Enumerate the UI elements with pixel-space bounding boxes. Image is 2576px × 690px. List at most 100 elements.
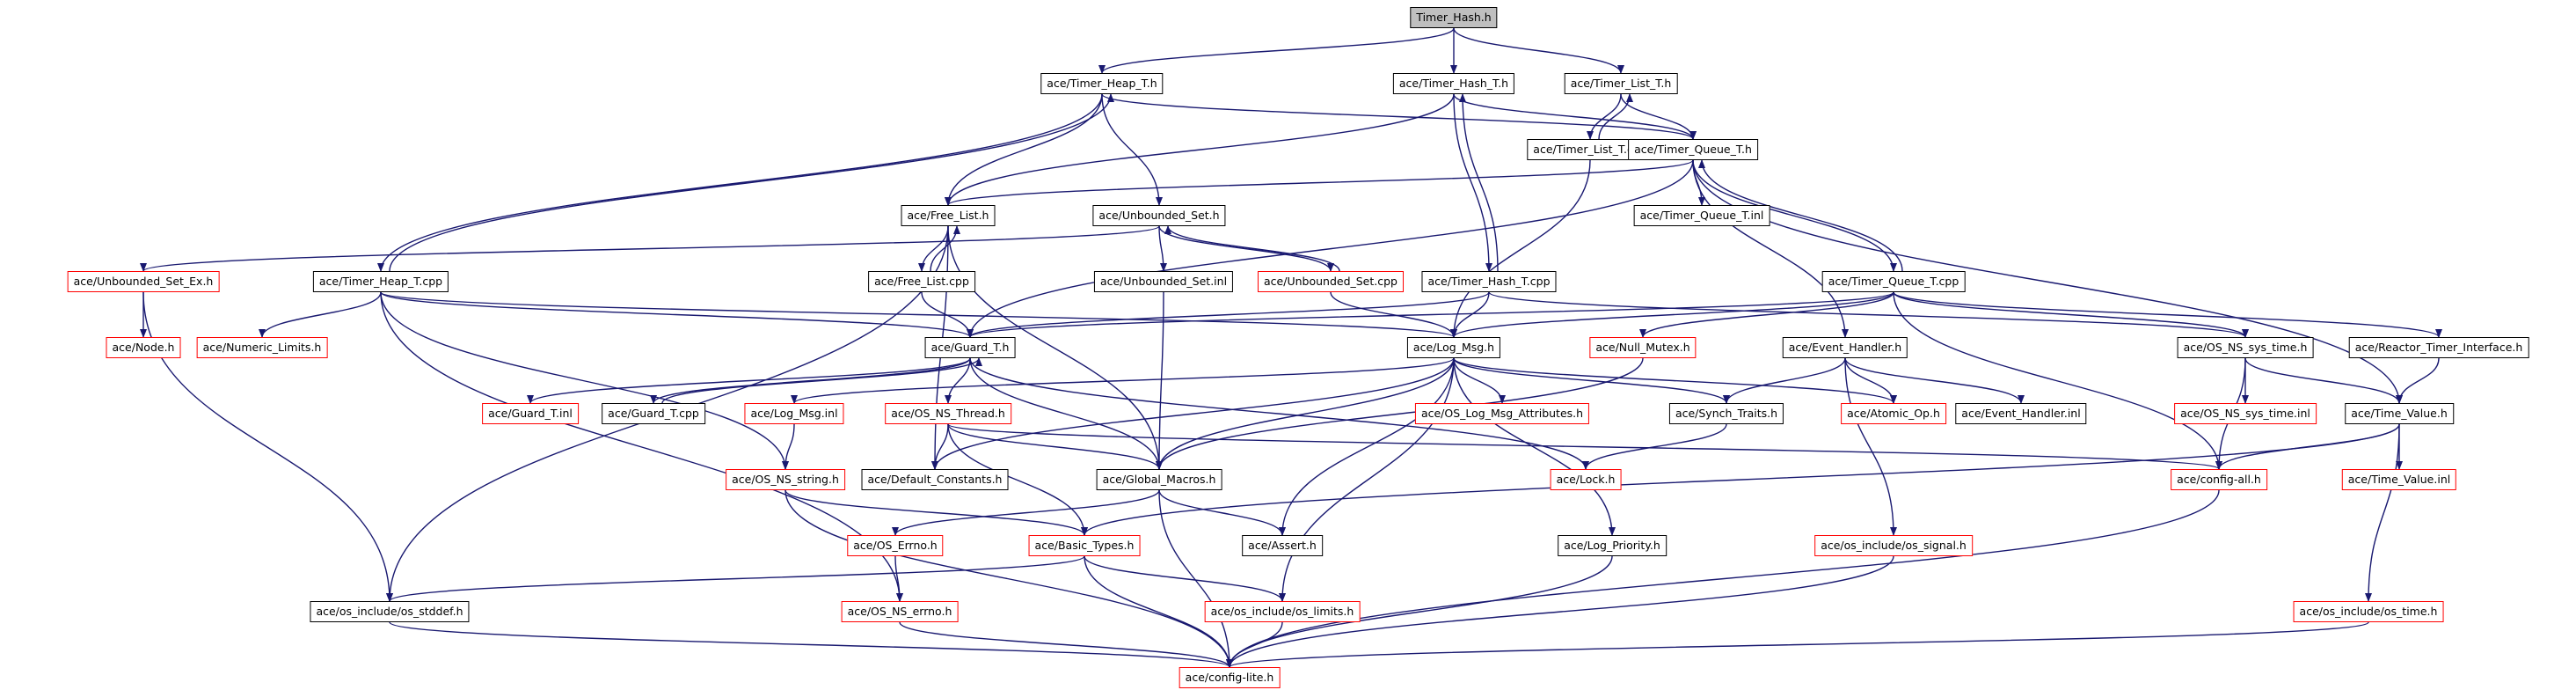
- node-ace-os-errno-h[interactable]: ace/OS_Errno.h: [847, 535, 944, 556]
- node-ace-timer-list-t-h[interactable]: ace/Timer_List_T.h: [1564, 73, 1678, 94]
- node-label: ace/OS_NS_sys_time.inl: [2180, 407, 2310, 420]
- node-label: ace/Log_Msg.inl: [750, 407, 838, 420]
- node-ace-os-ns-sys-time-h[interactable]: ace/OS_NS_sys_time.h: [2177, 337, 2314, 358]
- node-ace-os-ns-sys-time-inl[interactable]: ace/OS_NS_sys_time.inl: [2174, 403, 2317, 424]
- node-label: ace/config-lite.h: [1185, 671, 1274, 684]
- edge-ace-log-msg-h-to-ace-log-msg-inl: [791, 357, 1455, 404]
- edge-ace-log-msg-inl-to-ace-os-ns-string-h: [782, 423, 795, 470]
- edge-ace-global-macros-h-to-ace-assert-h: [1158, 489, 1286, 536]
- edge-ace-os-ns-thread-h-to-ace-default-constants-h: [931, 423, 949, 470]
- node-label: ace/Guard_T.inl: [488, 407, 573, 420]
- node-ace-time-value-inl[interactable]: ace/Time_Value.inl: [2341, 469, 2457, 490]
- node-ace-reactor-timer-interface-h[interactable]: ace/Reactor_Timer_Interface.h: [2348, 337, 2529, 358]
- node-label: ace/Timer_List_T.h: [1570, 77, 1672, 90]
- edge-ace-log-msg-h-to-ace-os-include-os-limits-h: [1279, 357, 1455, 602]
- node-ace-assert-h[interactable]: ace/Assert.h: [1242, 535, 1323, 556]
- node-ace-unbounded-set-ex-h[interactable]: ace/Unbounded_Set_Ex.h: [67, 271, 220, 292]
- node-ace-log-msg-h[interactable]: ace/Log_Msg.h: [1406, 337, 1501, 358]
- node-label: ace/OS_NS_Thread.h: [891, 407, 1005, 420]
- edge-ace-synch-traits-h-to-ace-lock-h: [1582, 423, 1727, 470]
- node-ace-synch-traits-h[interactable]: ace/Synch_Traits.h: [1668, 403, 1784, 424]
- node-ace-global-macros-h[interactable]: ace/Global_Macros.h: [1096, 469, 1222, 490]
- node-ace-os-include-os-signal-h[interactable]: ace/os_include/os_signal.h: [1814, 535, 1973, 556]
- edge-ace-timer-hash-t-cpp-to-ace-timer-hash-t-h: [1459, 93, 1499, 272]
- edge-ace-global-macros-h-to-ace-os-errno-h: [892, 489, 1160, 536]
- node-timer-hash-h[interactable]: Timer_Hash.h: [1410, 7, 1498, 28]
- node-ace-basic-types-h[interactable]: ace/Basic_Types.h: [1028, 535, 1141, 556]
- node-label: ace/Null_Mutex.h: [1595, 341, 1690, 354]
- node-ace-config-lite-h[interactable]: ace/config-lite.h: [1179, 667, 1281, 688]
- node-ace-timer-hash-t-h[interactable]: ace/Timer_Hash_T.h: [1392, 73, 1515, 94]
- node-ace-default-constants-h[interactable]: ace/Default_Constants.h: [861, 469, 1009, 490]
- node-ace-timer-hash-t-cpp[interactable]: ace/Timer_Hash_T.cpp: [1421, 271, 1557, 292]
- node-ace-unbounded-set-cpp[interactable]: ace/Unbounded_Set.cpp: [1258, 271, 1404, 292]
- node-label: ace/Synch_Traits.h: [1675, 407, 1778, 420]
- node-label: Timer_Hash.h: [1416, 11, 1492, 24]
- node-ace-atomic-op-h[interactable]: ace/Atomic_Op.h: [1841, 403, 1946, 424]
- edge-ace-timer-queue-t-h-to-ace-guard-t-h: [967, 159, 1694, 338]
- node-label: ace/Default_Constants.h: [867, 473, 1003, 486]
- edge-ace-timer-list-t-h-to-ace-timer-queue-t-h: [1620, 93, 1697, 140]
- edge-ace-os-ns-string-h-to-ace-config-lite-h: [784, 489, 1233, 668]
- node-ace-time-value-h[interactable]: ace/Time_Value.h: [2345, 403, 2454, 424]
- edge-ace-unbounded-set-h-to-ace-unbounded-set-ex-h: [140, 225, 1160, 272]
- node-label: ace/os_include/os_time.h: [2299, 605, 2438, 618]
- node-ace-timer-heap-t-h[interactable]: ace/Timer_Heap_T.h: [1040, 73, 1164, 94]
- edge-ace-event-handler-h-to-ace-os-include-os-signal-h: [1844, 357, 1897, 536]
- node-ace-guard-t-cpp[interactable]: ace/Guard_T.cpp: [602, 403, 705, 424]
- node-ace-free-list-cpp[interactable]: ace/Free_List.cpp: [868, 271, 975, 292]
- edge-ace-guard-t-cpp-to-ace-guard-t-h: [661, 357, 982, 404]
- edge-ace-free-list-cpp-to-ace-guard-t-h: [921, 291, 974, 338]
- edge-ace-unbounded-set-h-to-ace-unbounded-set-inl: [1158, 225, 1167, 272]
- edge-ace-os-ns-thread-h-to-ace-config-all-h: [947, 423, 2222, 470]
- node-ace-event-handler-inl[interactable]: ace/Event_Handler.inl: [1955, 403, 2087, 424]
- node-ace-os-ns-errno-h[interactable]: ace/OS_NS_errno.h: [841, 601, 959, 622]
- node-ace-event-handler-h[interactable]: ace/Event_Handler.h: [1782, 337, 1908, 358]
- node-ace-os-ns-string-h[interactable]: ace/OS_NS_string.h: [726, 469, 845, 490]
- node-ace-guard-t-h[interactable]: ace/Guard_T.h: [924, 337, 1016, 358]
- edge-ace-time-value-h-to-ace-basic-types-h: [1081, 423, 2400, 536]
- node-label: ace/Timer_Hash_T.h: [1398, 77, 1509, 90]
- node-ace-os-include-os-time-h[interactable]: ace/os_include/os_time.h: [2293, 601, 2444, 622]
- node-ace-os-ns-thread-h[interactable]: ace/OS_NS_Thread.h: [885, 403, 1011, 424]
- edge-ace-os-ns-thread-h-to-ace-basic-types-h: [947, 423, 1088, 536]
- node-label: ace/os_include/os_signal.h: [1821, 539, 1967, 552]
- edge-ace-free-list-h-to-ace-global-macros-h: [947, 225, 1163, 470]
- node-ace-os-include-os-stddef-h[interactable]: ace/os_include/os_stddef.h: [310, 601, 470, 622]
- node-ace-guard-t-inl[interactable]: ace/Guard_T.inl: [482, 403, 579, 424]
- edge-ace-timer-hash-t-cpp-to-ace-os-ns-sys-time-h: [1488, 291, 2249, 338]
- node-ace-os-log-msg-attributes-h[interactable]: ace/OS_Log_Msg_Attributes.h: [1414, 403, 1590, 424]
- node-ace-unbounded-set-h[interactable]: ace/Unbounded_Set.h: [1092, 205, 1226, 226]
- node-ace-null-mutex-h[interactable]: ace/Null_Mutex.h: [1589, 337, 1697, 358]
- edge-ace-timer-queue-t-cpp-to-ace-timer-queue-t-h: [1698, 159, 1903, 272]
- edge-ace-os-errno-h-to-ace-os-ns-errno-h: [894, 555, 903, 602]
- node-ace-log-msg-inl[interactable]: ace/Log_Msg.inl: [744, 403, 844, 424]
- node-label: ace/Unbounded_Set_Ex.h: [73, 275, 214, 288]
- edge-ace-os-ns-sys-time-h-to-ace-time-value-h: [2244, 357, 2403, 404]
- node-label: ace/os_include/os_stddef.h: [316, 605, 463, 618]
- node-ace-free-list-h[interactable]: ace/Free_List.h: [901, 205, 996, 226]
- node-ace-config-all-h[interactable]: ace/config-all.h: [2171, 469, 2267, 490]
- edge-ace-null-mutex-h-to-ace-global-macros-h: [1156, 357, 1644, 470]
- node-ace-unbounded-set-inl[interactable]: ace/Unbounded_Set.inl: [1093, 271, 1234, 292]
- edge-ace-time-value-h-to-ace-os-include-os-time-h: [2365, 423, 2400, 602]
- edge-ace-timer-queue-t-h-to-ace-event-handler-h: [1692, 159, 1849, 338]
- node-label: ace/Basic_Types.h: [1034, 539, 1135, 552]
- node-label: ace/OS_Log_Msg_Attributes.h: [1420, 407, 1584, 420]
- node-label: ace/Log_Msg.h: [1412, 341, 1495, 354]
- node-label: ace/Timer_Heap_T.h: [1047, 77, 1157, 90]
- node-ace-os-include-os-limits-h[interactable]: ace/os_include/os_limits.h: [1204, 601, 1361, 622]
- node-ace-numeric-limits-h[interactable]: ace/Numeric_Limits.h: [196, 337, 328, 358]
- edge-ace-timer-queue-t-h-to-ace-time-value-h: [1692, 159, 2403, 404]
- node-ace-node-h[interactable]: ace/Node.h: [106, 337, 181, 358]
- node-ace-timer-queue-t-h[interactable]: ace/Timer_Queue_T.h: [1628, 139, 1758, 160]
- node-ace-lock-h[interactable]: ace/Lock.h: [1550, 469, 1622, 490]
- node-label: ace/Atomic_Op.h: [1847, 407, 1940, 420]
- node-ace-timer-queue-t-inl[interactable]: ace/Timer_Queue_T.inl: [1633, 205, 1770, 226]
- node-ace-timer-heap-t-cpp[interactable]: ace/Timer_Heap_T.cpp: [312, 271, 449, 292]
- node-label: ace/Free_List.cpp: [874, 275, 969, 288]
- edge-ace-global-macros-h-to-ace-config-lite-h: [1158, 489, 1233, 668]
- node-ace-log-priority-h[interactable]: ace/Log_Priority.h: [1558, 535, 1667, 556]
- node-ace-timer-queue-t-cpp[interactable]: ace/Timer_Queue_T.cpp: [1821, 271, 1966, 292]
